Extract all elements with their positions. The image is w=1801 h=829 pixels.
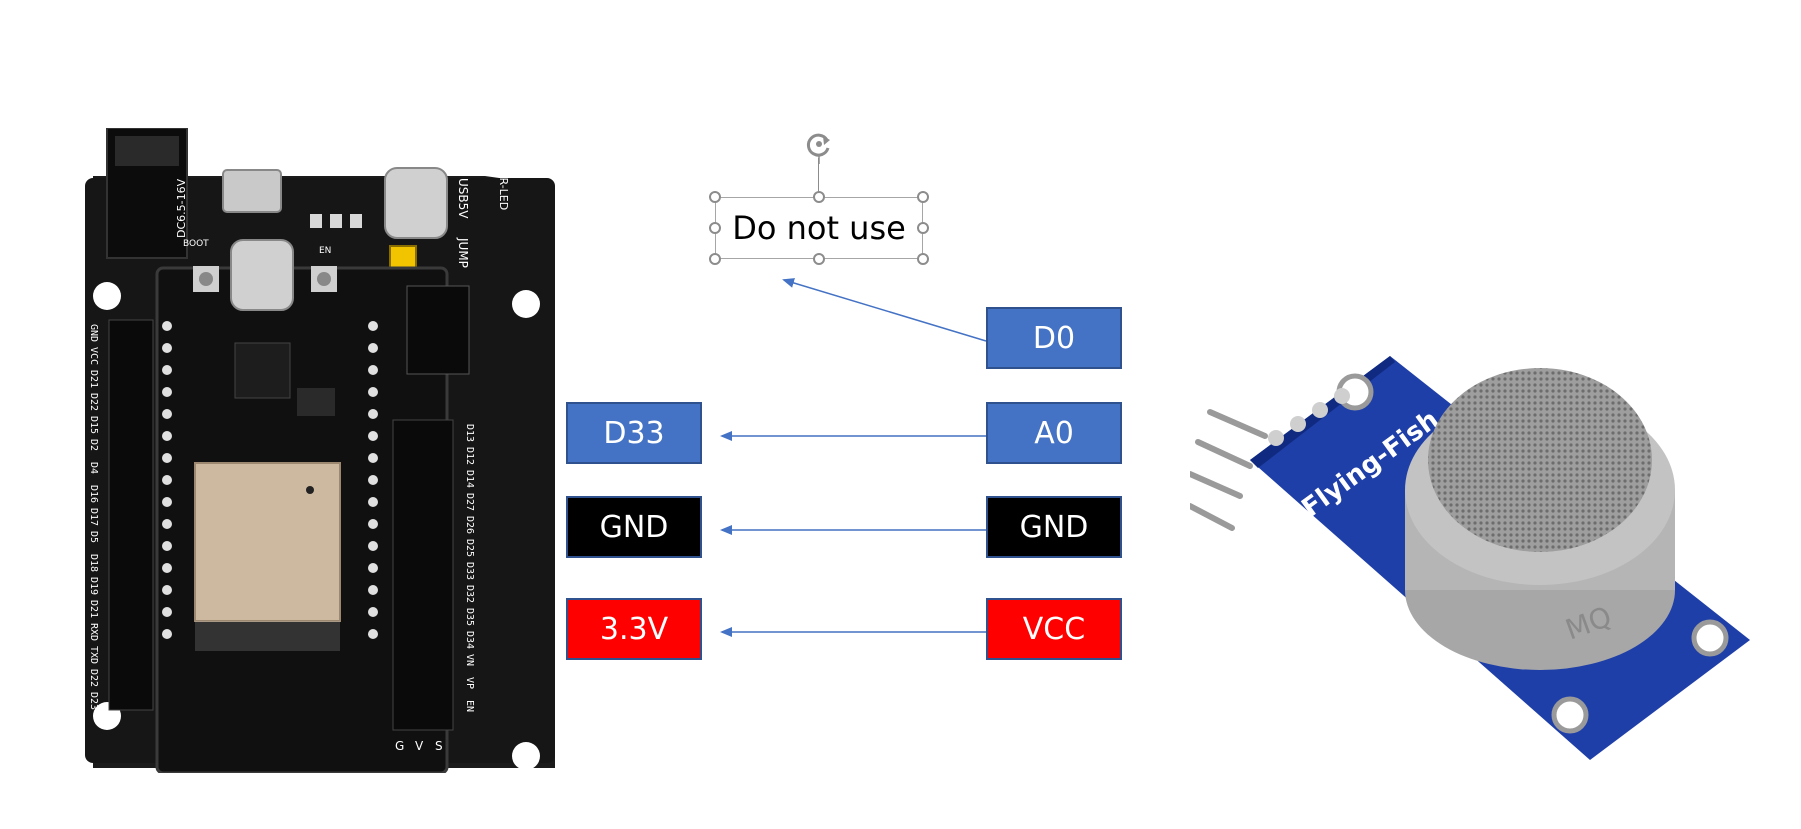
board-pin-3v3: 3.3V — [566, 598, 702, 660]
board-pin-3v3-label: 3.3V — [599, 611, 669, 647]
sensor-pin-a0: A0 — [986, 402, 1122, 464]
right-pin-label: EN — [464, 700, 475, 712]
right-header — [392, 419, 454, 731]
left-pin-label: D18 — [88, 554, 99, 572]
pwr-led-label: PWR-LED — [497, 160, 510, 210]
boot-label: BOOT — [183, 239, 209, 249]
right-pin-label: D27 — [464, 493, 475, 511]
board-pin-d33-label: D33 — [603, 415, 665, 451]
board-pin-gnd-label: GND — [599, 509, 669, 545]
left-pin-label: D16 — [88, 485, 99, 503]
right-pin-label: VN — [464, 654, 475, 666]
resize-handle-tr[interactable] — [917, 191, 929, 203]
left-pin-label: RXD — [88, 623, 99, 641]
mount-hole — [512, 290, 540, 318]
right-pin-label: D13 — [464, 424, 475, 442]
left-pin-label: D23 — [88, 692, 99, 710]
mount-hole — [512, 742, 540, 770]
do-not-use-text: Do not use — [732, 209, 906, 247]
left-pin-label: D5 — [88, 531, 99, 543]
esp32-board-image: DC6.5-16V USB5V JUMP PWR-LED BOOT EN GND… — [85, 128, 555, 773]
rotate-handle-stem — [818, 158, 819, 192]
right-pin-label: D34 — [464, 631, 475, 649]
esp32-module — [194, 462, 341, 622]
sensor-pin-d0-label: D0 — [1032, 320, 1076, 356]
dc-label: DC6.5-16V — [175, 178, 188, 238]
left-pin-label: D22 — [88, 669, 99, 687]
jump-label: JUMP — [456, 237, 470, 268]
micro-usb-port — [222, 169, 282, 213]
left-pin-labels: GNDVCCD21D22D15D2D4D16D17D5D18D19D21RXDT… — [88, 324, 99, 710]
left-pin-label: D19 — [88, 577, 99, 595]
left-header — [108, 319, 154, 711]
resize-handle-ml[interactable] — [709, 222, 721, 234]
rotate-handle-icon[interactable] — [801, 128, 837, 164]
right-pin-label: D35 — [464, 608, 475, 626]
resize-handle-bl[interactable] — [709, 253, 721, 265]
resize-handle-bm[interactable] — [813, 253, 825, 265]
header-label-g: G — [395, 739, 404, 753]
right-pin-label: D26 — [464, 516, 475, 534]
right-pin-label: D32 — [464, 585, 475, 603]
sensor-pin-vcc-label: VCC — [1022, 611, 1086, 647]
right-pin-label: D33 — [464, 562, 475, 580]
left-pin-label: D21 — [88, 370, 99, 388]
right-pin-label: VP — [464, 677, 475, 689]
mount-hole — [93, 282, 121, 310]
right-pin-label: D12 — [464, 447, 475, 465]
right-pin-label: D25 — [464, 539, 475, 557]
en-label: EN — [319, 246, 331, 256]
sensor-mesh — [1428, 368, 1652, 552]
mq-sensor-module-image: Flying-Fish MQ — [1190, 356, 1750, 760]
wire-d0-to-note — [782, 278, 987, 342]
board-pin-d33: D33 — [566, 402, 702, 464]
sensor-pin-a0-label: A0 — [1034, 415, 1074, 451]
header-label-s: S — [435, 739, 443, 753]
sensor-pin-gnd: GND — [986, 496, 1122, 558]
sensor-pin-gnd-label: GND — [1019, 509, 1089, 545]
left-pin-label: D15 — [88, 416, 99, 434]
header-label-v: V — [415, 739, 424, 753]
resize-handle-mr[interactable] — [917, 222, 929, 234]
do-not-use-textbox[interactable]: Do not use — [715, 197, 923, 259]
sensor-pin-vcc: VCC — [986, 598, 1122, 660]
left-pin-label: D22 — [88, 393, 99, 411]
left-pin-label: D4 — [88, 462, 99, 474]
resize-handle-tl[interactable] — [709, 191, 721, 203]
resize-handle-br[interactable] — [917, 253, 929, 265]
left-pin-label: D21 — [88, 600, 99, 618]
right-pin-label: D14 — [464, 470, 475, 488]
left-pin-label: GND — [88, 324, 99, 342]
left-pin-label: D2 — [88, 439, 99, 451]
left-pin-label: D17 — [88, 508, 99, 526]
sensor-pin-d0: D0 — [986, 307, 1122, 369]
resize-handle-tm[interactable] — [813, 191, 825, 203]
usb-label: USB5V — [456, 178, 470, 219]
board-pin-gnd: GND — [566, 496, 702, 558]
usb-c-port — [384, 167, 448, 239]
left-pin-label: TXD — [88, 646, 99, 664]
left-pin-label: VCC — [88, 347, 99, 365]
